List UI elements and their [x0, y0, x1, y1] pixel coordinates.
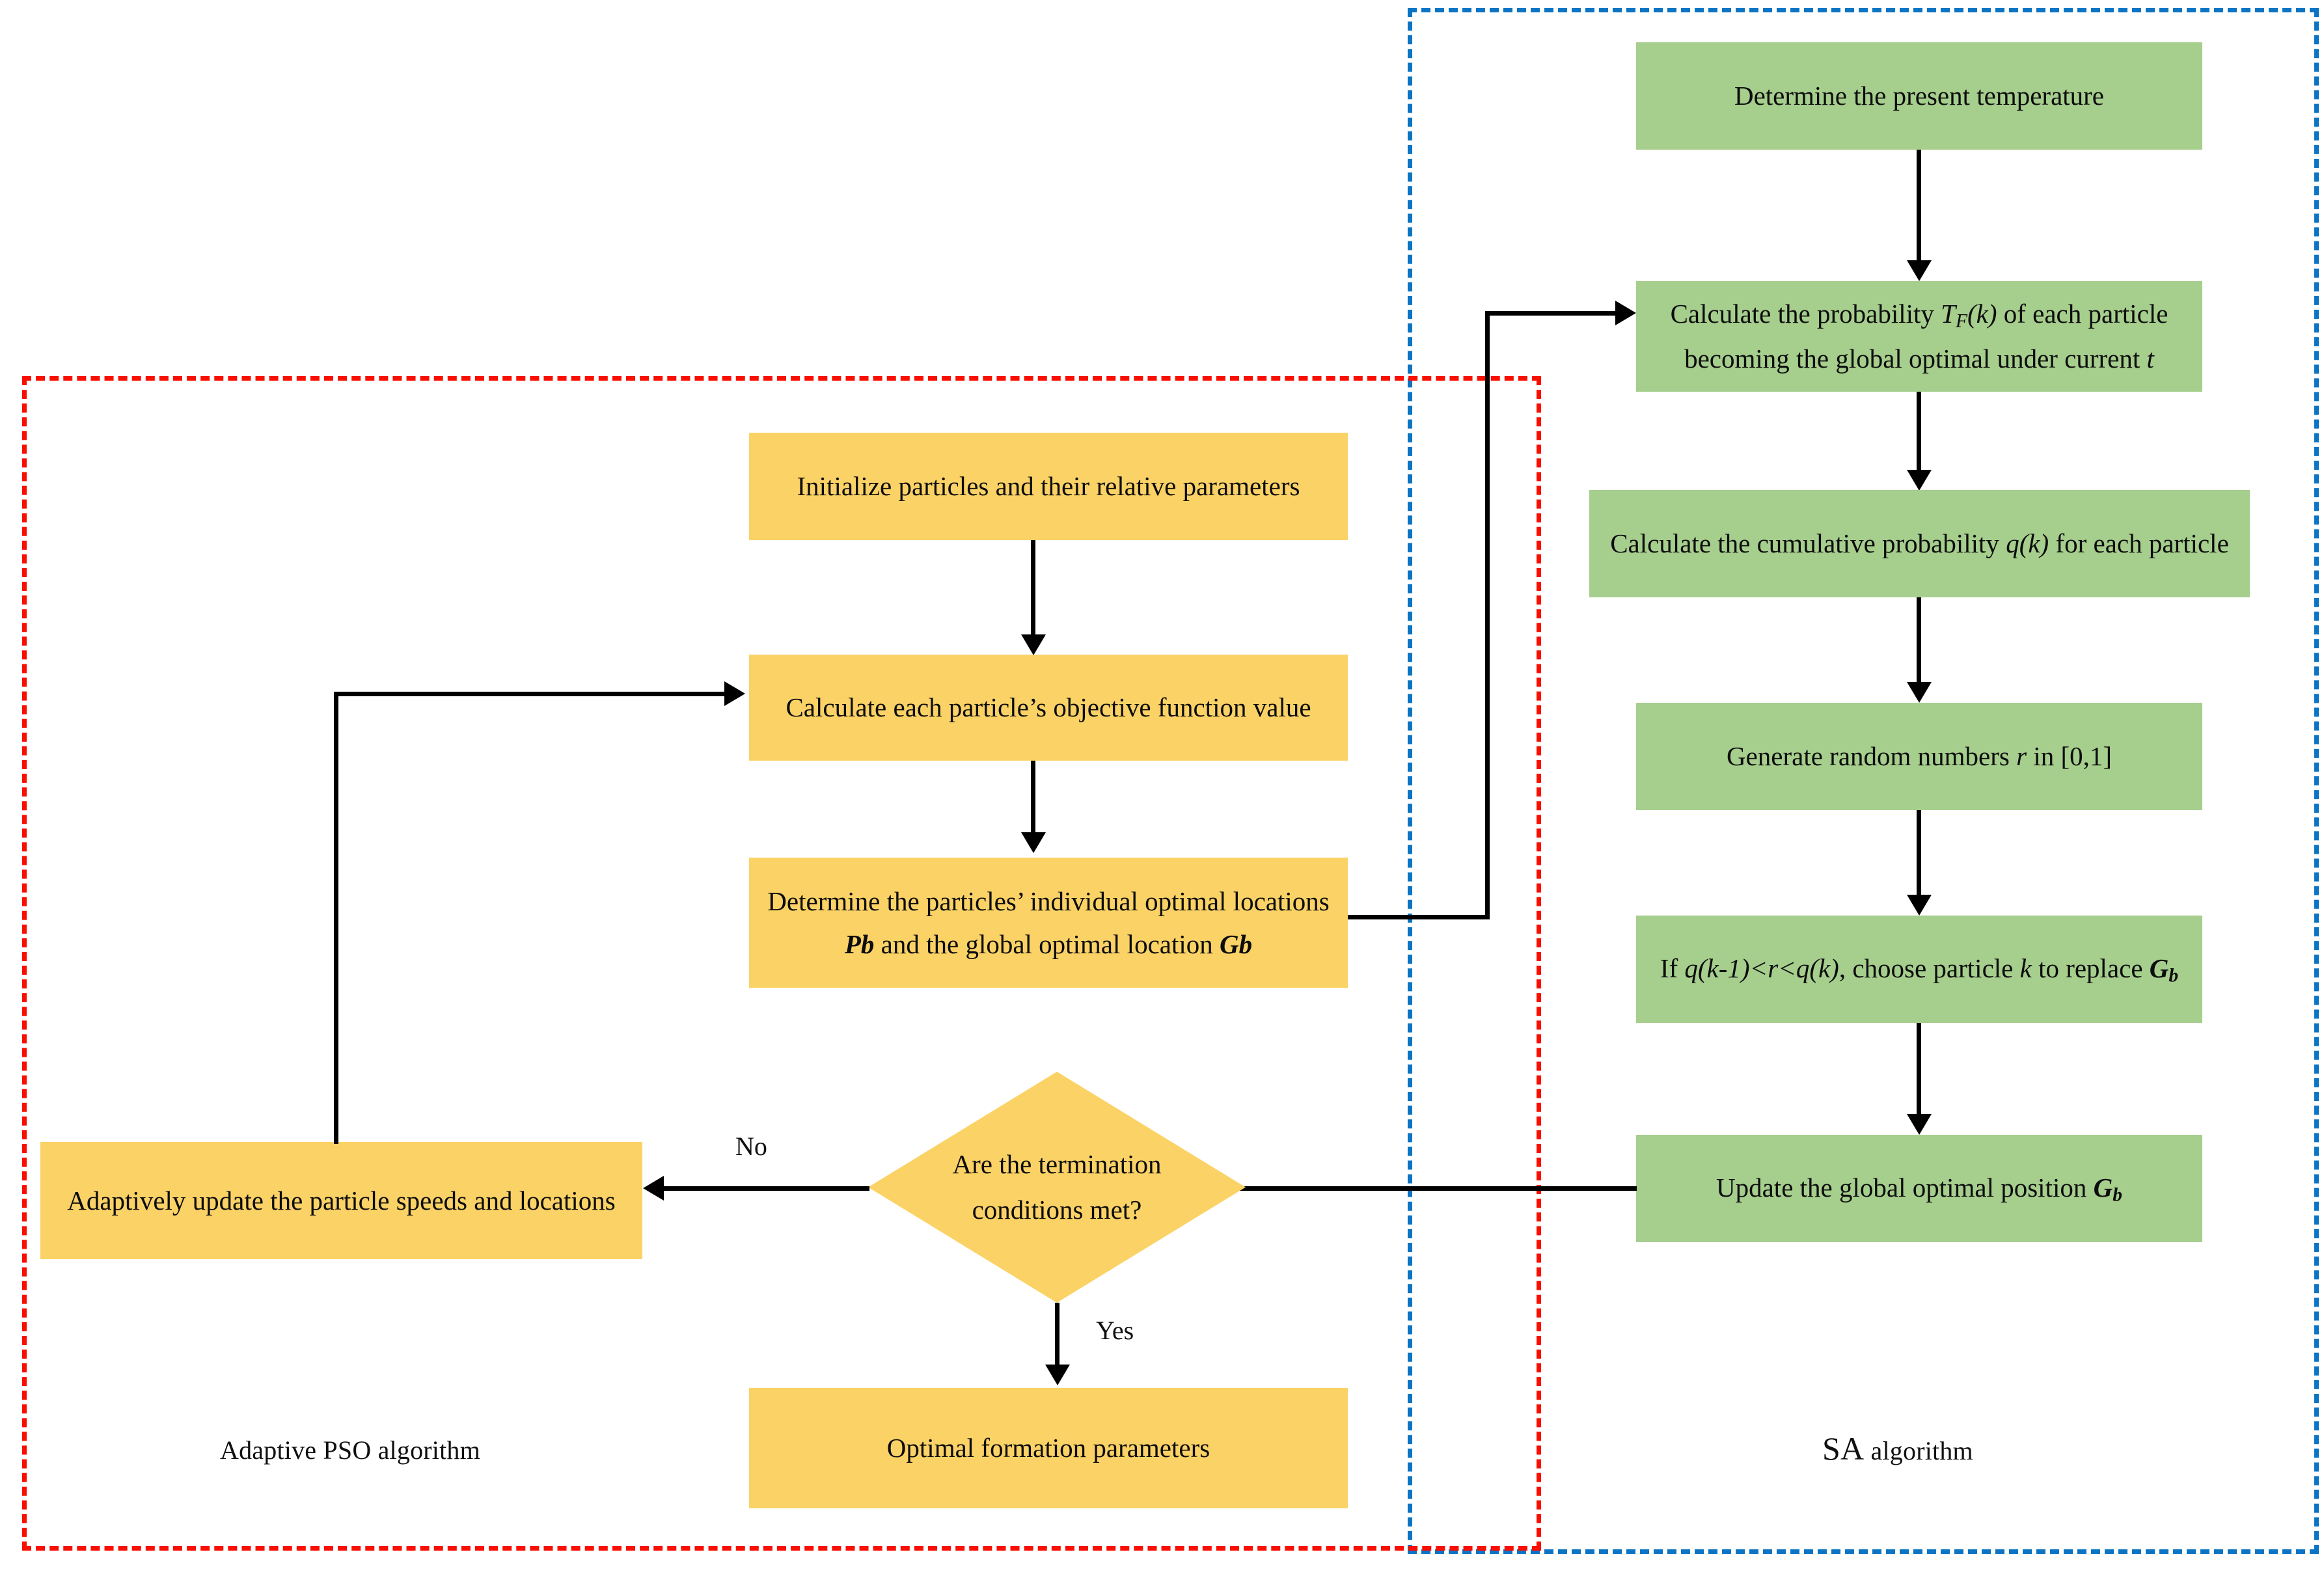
random-text-1: Generate random numbers [1726, 741, 2017, 772]
sa-algorithm-group-region [1408, 8, 2319, 1554]
node-calculate-objective-function[interactable]: Calculate each particle’s objective func… [749, 655, 1348, 761]
random-symbol-r: r [2016, 741, 2027, 772]
node-choose-particle-replace-gb[interactable]: If q(k-1)<r<q(k), choose particle k to r… [1636, 916, 2202, 1023]
arrowhead-down-random [1907, 682, 1932, 703]
connector-random-to-choose [1917, 810, 1921, 901]
arrowhead-right-sa-entry [1615, 301, 1636, 325]
decision-text-2: conditions met? [972, 1194, 1142, 1225]
connector-determine-to-sa-horizontal [1348, 915, 1490, 919]
node-determine-optimal-locations[interactable]: Determine the particles’ individual opti… [749, 858, 1348, 988]
node-label: Determine the present temperature [1734, 81, 2105, 111]
node-label: Calculate the cumulative probability q(k… [1598, 522, 2241, 565]
node-label: Optimal formation parameters [886, 1433, 1210, 1463]
choose-text-3: to replace [2031, 953, 2150, 983]
node-determine-present-temperature[interactable]: Determine the present temperature [1636, 42, 2202, 150]
node-calculate-cumulative-probability[interactable]: Calculate the cumulative probability q(k… [1589, 490, 2250, 597]
choose-symbol-b: b [2168, 965, 2179, 986]
node-label: Initialize particles and their relative … [797, 471, 1300, 502]
choose-symbol-k: k [2019, 953, 2032, 983]
choose-condition: q(k-1)<r<q(k) [1684, 953, 1839, 983]
node-label: Determine the particles’ individual opti… [758, 880, 1339, 966]
probability-symbol-k: (k) [1967, 299, 1997, 329]
pso-algorithm-group-region [22, 376, 1541, 1551]
node-label: Calculate each particle’s objective func… [786, 692, 1311, 723]
arrowhead-down-probability [1907, 260, 1932, 281]
arrowhead-right-objective [724, 681, 745, 706]
connector-update-global-to-decision [1207, 1186, 1637, 1191]
node-calculate-probability[interactable]: Calculate the probability TF(k) of each … [1636, 281, 2202, 392]
connector-temperature-to-probability [1917, 150, 1921, 267]
connector-sa-entry-horizontal [1485, 311, 1615, 316]
cumulative-text-1: Calculate the cumulative probability [1610, 528, 2006, 559]
arrowhead-left-update-particles [643, 1176, 664, 1201]
connector-determine-to-sa-vertical [1485, 311, 1490, 919]
node-generate-random-numbers[interactable]: Generate random numbers r in [0,1] [1636, 703, 2202, 810]
choose-symbol-G: G [2149, 953, 2169, 983]
connector-update-to-objective-horizontal [334, 692, 724, 696]
probability-text-2: of each particle [1997, 299, 2168, 329]
decision-text-1: Are the termination [952, 1148, 1162, 1179]
arrowhead-down-determine [1021, 832, 1046, 853]
node-optimal-formation-parameters[interactable]: Optimal formation parameters [749, 1388, 1348, 1508]
connector-update-to-objective-vertical [334, 692, 338, 1144]
choose-text-1: If [1660, 953, 1685, 983]
connector-initialize-to-objective [1031, 540, 1035, 641]
update-global-symbol-G: G [2093, 1172, 2113, 1202]
cumulative-text-2: for each particle [2049, 528, 2229, 559]
probability-text-3: becoming the global optimal under curren… [1684, 344, 2147, 374]
update-global-text: Update the global optimal position [1716, 1172, 2094, 1202]
node-adaptively-update-particles[interactable]: Adaptively update the particle speeds an… [40, 1142, 642, 1259]
probability-symbol-t: t [2146, 344, 2154, 374]
connector-probability-to-cumulative [1917, 392, 1921, 476]
node-label: Generate random numbers r in [0,1] [1645, 735, 2193, 778]
determine-text-1: Determine the particles’ individual opti… [767, 886, 1330, 916]
connector-choose-to-update-global [1917, 1023, 1921, 1121]
node-update-global-optimal-position[interactable]: Update the global optimal position Gb [1636, 1135, 2202, 1242]
connector-cumulative-to-random [1917, 597, 1921, 688]
arrowhead-down-objective [1021, 634, 1046, 655]
edge-label-yes: Yes [1096, 1316, 1134, 1345]
arrowhead-down-result [1045, 1365, 1070, 1385]
node-label: Adaptively update the particle speeds an… [67, 1185, 616, 1216]
determine-text-2: and the global optimal location [874, 929, 1220, 959]
sa-group-label-prefix: SA [1822, 1430, 1865, 1467]
probability-symbol-F: F [1955, 310, 1967, 332]
random-text-2: in [0,1] [2027, 741, 2112, 772]
connector-decision-no-to-update [664, 1186, 869, 1191]
arrowhead-down-choose [1907, 895, 1932, 916]
probability-text-1: Calculate the probability [1670, 299, 1941, 329]
connector-objective-to-determine [1031, 761, 1035, 839]
connector-decision-yes-to-result [1055, 1303, 1059, 1371]
node-label: If q(k-1)<r<q(k), choose particle k to r… [1645, 947, 2193, 992]
probability-symbol-T: T [1941, 299, 1956, 329]
edge-label-no: No [735, 1132, 767, 1161]
decision-label: Are the termination conditions met? [952, 1142, 1161, 1232]
node-label: Update the global optimal position Gb [1645, 1166, 2193, 1211]
sa-group-label-text: algorithm [1864, 1436, 1973, 1465]
pso-group-label: Adaptive PSO algorithm [220, 1435, 480, 1465]
choose-text-2: , choose particle [1839, 953, 2020, 983]
node-initialize-particles[interactable]: Initialize particles and their relative … [749, 433, 1348, 540]
arrowhead-down-cumulative [1907, 470, 1932, 491]
node-label: Calculate the probability TF(k) of each … [1645, 292, 2193, 381]
determine-symbol-Pb: Pb [844, 929, 875, 959]
cumulative-symbol-qk: q(k) [2006, 528, 2049, 559]
arrowhead-down-update-global [1907, 1114, 1932, 1135]
determine-symbol-Gb: Gb [1220, 929, 1253, 959]
sa-group-label: SA algorithm [1822, 1430, 1973, 1467]
update-global-symbol-b: b [2112, 1184, 2122, 1206]
